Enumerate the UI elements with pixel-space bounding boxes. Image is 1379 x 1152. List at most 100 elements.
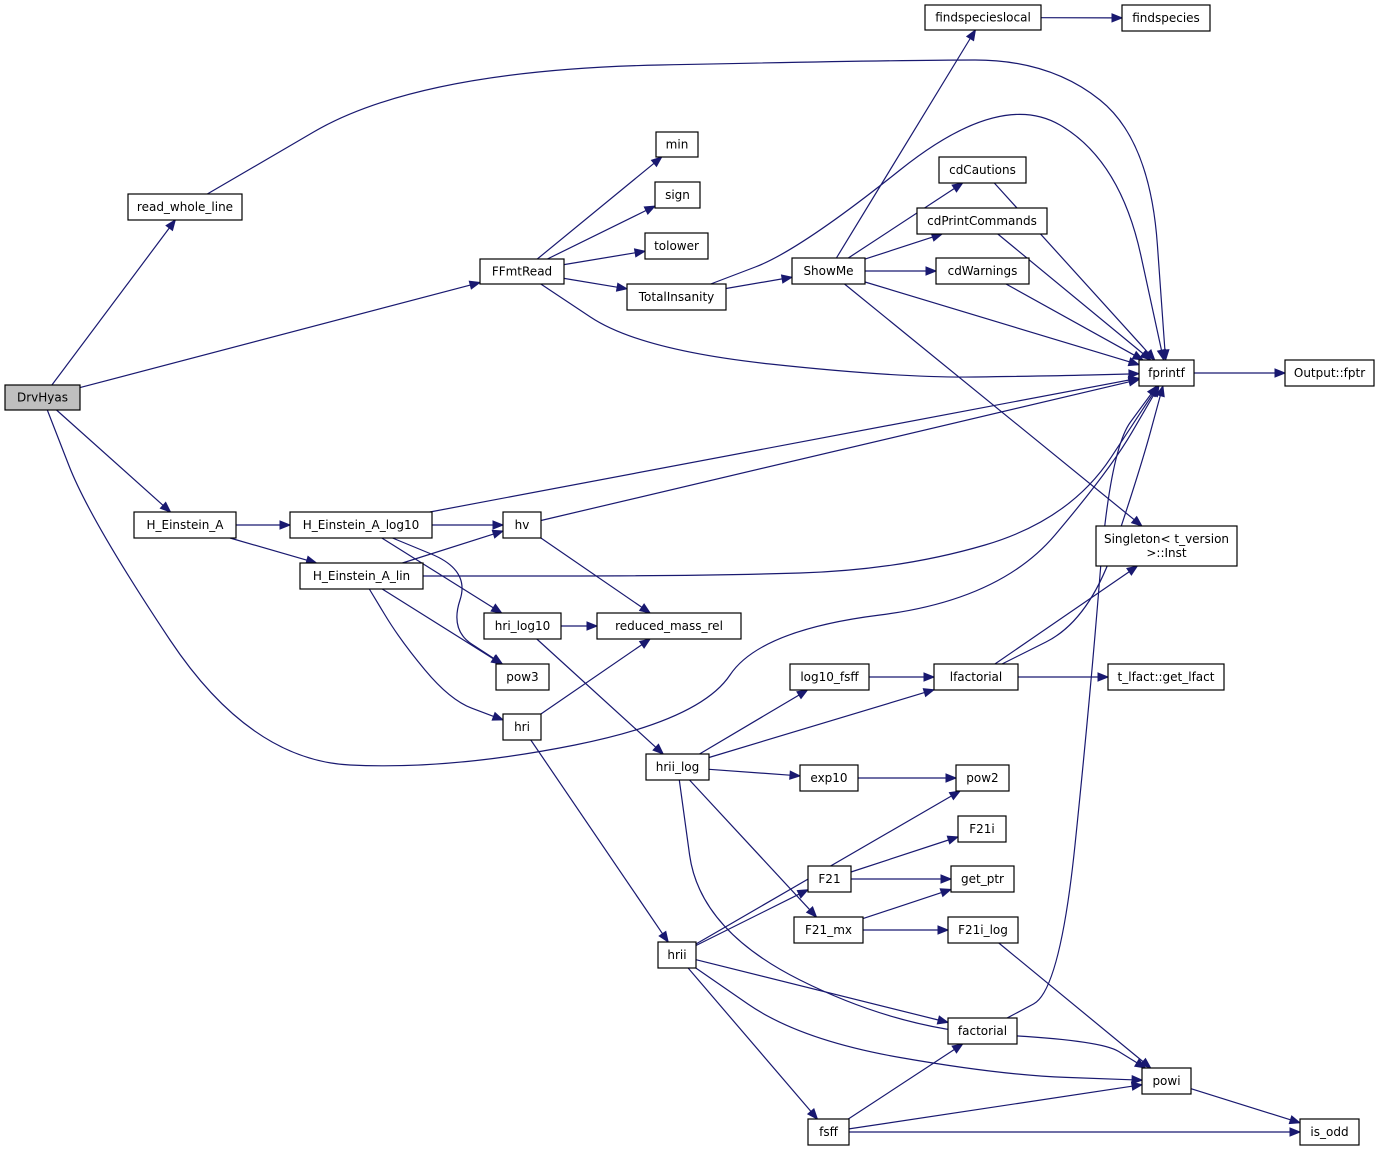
arrowhead-hrii-to-F21 [796, 889, 810, 899]
node-fprintf[interactable]: fprintf [1138, 359, 1195, 387]
edge-FFmtRead-to-sign [547, 209, 647, 260]
node-pow3[interactable]: pow3 [495, 663, 550, 691]
node-box [789, 663, 870, 691]
arrowhead-factorial-to-fprintf [1146, 384, 1158, 398]
arrowhead-lfactorial-to-Singleton_Inst [1126, 565, 1139, 576]
node-hrii_log[interactable]: hrii_log [645, 753, 710, 781]
node-get_ptr[interactable]: get_ptr [950, 865, 1015, 893]
edge-FFmtRead-to-TotalInsanity [563, 277, 618, 288]
arrowhead-F21_mx-to-F21i_log [937, 925, 950, 935]
node-box [479, 258, 565, 285]
edge-ShowMe-to-Singleton_Inst [844, 283, 1135, 521]
node-log10_fsff[interactable]: log10_fsff [789, 663, 870, 691]
node-F21_mx[interactable]: F21_mx [793, 916, 864, 944]
node-box [654, 181, 701, 209]
arrowhead-DrvHyas-to-FFmtRead [468, 280, 482, 290]
edge-H_Einstein_A-to-H_Einstein_A_lin [229, 537, 308, 561]
edge-lfactorial-to-Singleton_Inst [994, 571, 1130, 665]
node-fsff[interactable]: fsff [807, 1118, 850, 1146]
node-F21i_log[interactable]: F21i_log [947, 916, 1019, 944]
node-H_Einstein_A_log10[interactable]: H_Einstein_A_log10 [289, 511, 433, 539]
node-sign[interactable]: sign [654, 181, 701, 209]
node-reduced_mass_rel[interactable]: reduced_mass_rel [596, 612, 742, 640]
edge-TotalInsanity-to-ShowMe [725, 278, 783, 290]
node-label: pow2 [966, 771, 998, 785]
node-hri[interactable]: hri [502, 713, 542, 741]
node-label: read_whole_line [137, 200, 233, 214]
arrowhead-H_Einstein_A_lin-to-pow3 [490, 654, 503, 665]
node-Singleton_Inst[interactable]: Singleton< t_version>::Inst [1095, 525, 1238, 567]
node-cdPrintCommands[interactable]: cdPrintCommands [916, 207, 1048, 235]
edge-FFmtRead-to-tolower [563, 252, 636, 266]
edge-read_whole_line-to-fprintf [206, 59, 1166, 351]
node-TotalInsanity[interactable]: TotalInsanity [626, 283, 727, 311]
node-box [1107, 663, 1225, 691]
node-read_whole_line[interactable]: read_whole_line [127, 193, 243, 221]
node-powi[interactable]: powi [1141, 1067, 1192, 1095]
node-Output_fptr[interactable]: Output::fptr [1284, 359, 1375, 387]
node-box [947, 1017, 1018, 1045]
edge-H_Einstein_A_log10-to-pow3 [392, 537, 495, 660]
node-label: reduced_mass_rel [615, 619, 723, 633]
node-label: H_Einstein_A [146, 518, 224, 532]
node-t_lfact_get_lfact[interactable]: t_lfact::get_lfact [1107, 663, 1225, 691]
node-box [657, 941, 697, 969]
arrowhead-fsff-to-is_odd [1289, 1127, 1302, 1137]
node-F21i[interactable]: F21i [957, 815, 1007, 843]
arrowhead-powi-to-is_odd [1288, 1115, 1302, 1125]
node-label: hri [514, 720, 530, 734]
arrowhead-fsff-to-powi [1130, 1081, 1144, 1091]
node-factorial[interactable]: factorial [947, 1017, 1018, 1045]
node-findspecies[interactable]: findspecies [1121, 4, 1211, 32]
node-tolower[interactable]: tolower [644, 232, 709, 260]
arrowhead-hrii-to-fsff [806, 1107, 819, 1121]
node-lfactorial[interactable]: lfactorial [933, 663, 1019, 691]
arrowhead-ShowMe-to-fprintf [1127, 357, 1141, 367]
node-label: get_ptr [961, 872, 1004, 886]
node-exp10[interactable]: exp10 [799, 764, 859, 792]
edge-H_Einstein_A_log10-to-hri_log10 [381, 537, 494, 609]
node-F21[interactable]: F21 [807, 865, 852, 893]
node-box [1095, 525, 1238, 567]
node-pow2[interactable]: pow2 [955, 764, 1010, 792]
node-H_Einstein_A[interactable]: H_Einstein_A [133, 511, 237, 539]
edge-powi-to-is_odd [1190, 1088, 1291, 1121]
node-label: F21 [818, 872, 840, 886]
node-box [924, 4, 1042, 31]
edge-H_Einstein_A_lin-to-hv [402, 533, 494, 564]
edge-F21_mx-to-get_ptr [862, 892, 942, 920]
node-H_Einstein_A_lin[interactable]: H_Einstein_A_lin [299, 562, 424, 590]
node-ShowMe[interactable]: ShowMe [791, 257, 866, 285]
edge-fsff-to-factorial [847, 1048, 955, 1120]
node-box [955, 764, 1010, 792]
arrowhead-ShowMe-to-cdWarnings [925, 266, 938, 276]
edge-DrvHyas-to-fprintf [46, 394, 1155, 767]
arrowhead-hrii_log-to-lfactorial [922, 688, 936, 698]
arrowhead-lfactorial-to-fprintf [1155, 384, 1165, 398]
node-label: cdCautions [949, 163, 1016, 177]
node-hrii[interactable]: hrii [657, 941, 697, 969]
edge-hrii-to-fsff [687, 967, 812, 1112]
edge-hrii_log-to-lfactorial [708, 692, 925, 759]
node-label: pow3 [506, 670, 538, 684]
node-box [644, 232, 709, 260]
node-label: t_lfact::get_lfact [1118, 670, 1215, 684]
node-label: F21_mx [805, 923, 852, 937]
node-box [947, 916, 1019, 944]
node-min[interactable]: min [655, 131, 699, 158]
node-FFmtRead[interactable]: FFmtRead [479, 258, 565, 285]
arrowhead-hrii-to-pow2 [948, 790, 962, 801]
node-findspecieslocal[interactable]: findspecieslocal [924, 4, 1042, 31]
node-box [127, 193, 243, 221]
node-cdCautions[interactable]: cdCautions [938, 156, 1027, 184]
node-label: hv [515, 518, 530, 532]
node-hv[interactable]: hv [502, 511, 542, 539]
node-is_odd[interactable]: is_odd [1299, 1118, 1360, 1146]
node-label: FFmtRead [492, 265, 552, 279]
node-hri_log10[interactable]: hri_log10 [483, 612, 562, 640]
node-label: fsff [819, 1125, 838, 1139]
node-label: ShowMe [803, 264, 853, 278]
node-cdWarnings[interactable]: cdWarnings [935, 257, 1030, 285]
node-DrvHyas[interactable]: DrvHyas [4, 384, 81, 411]
